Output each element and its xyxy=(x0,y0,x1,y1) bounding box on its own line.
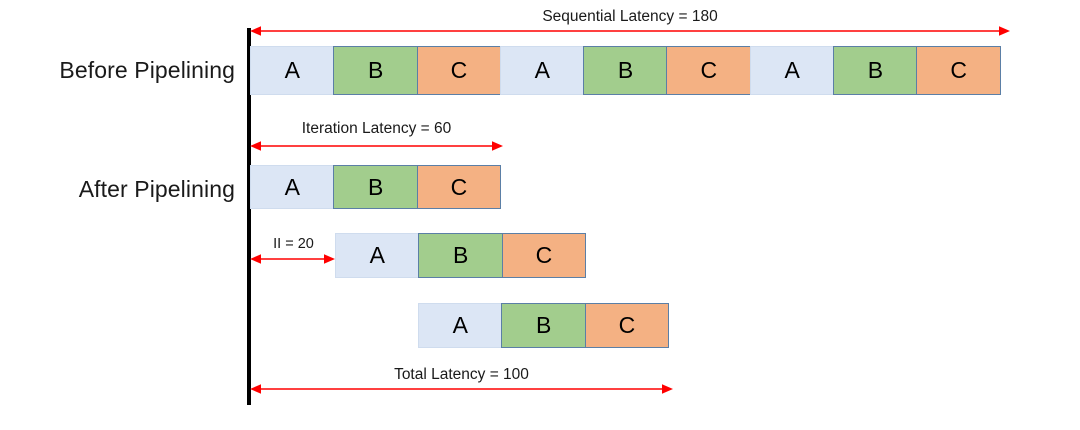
stage-block-b: B xyxy=(833,46,918,95)
stage-block-a: A xyxy=(250,46,335,95)
stage-block-c: C xyxy=(416,165,502,209)
stage-block-c: C xyxy=(416,46,502,95)
stage-block-c: C xyxy=(501,233,587,278)
row-label-before-pipelining: Before Pipelining xyxy=(59,57,235,83)
stage-block-b: B xyxy=(501,303,586,348)
stage-block-a: A xyxy=(418,303,503,348)
iteration-latency-label: Iteration Latency = 60 xyxy=(301,120,452,137)
sequential-latency-arrow xyxy=(250,24,1010,38)
stage-block-b: B xyxy=(418,233,503,278)
stage-block-c: C xyxy=(584,303,670,348)
stage-block-c: C xyxy=(666,46,752,95)
stage-block-c: C xyxy=(916,46,1002,95)
stage-block-a: A xyxy=(250,165,335,209)
stage-block-a: A xyxy=(499,46,585,95)
stage-block-a: A xyxy=(335,233,420,278)
sequential-latency-label: Sequential Latency = 180 xyxy=(542,8,718,25)
total-latency-label: Total Latency = 100 xyxy=(394,366,529,383)
row-label-after-pipelining: After Pipelining xyxy=(78,176,235,202)
iteration-latency-arrow xyxy=(250,139,503,153)
time-axis xyxy=(247,28,251,405)
initiation-interval-label: II = 20 xyxy=(273,236,314,252)
initiation-interval-arrow xyxy=(250,252,335,266)
stage-block-b: B xyxy=(333,165,418,209)
stage-block-b: B xyxy=(583,46,668,95)
total-latency-arrow xyxy=(250,382,673,396)
stage-block-b: B xyxy=(333,46,418,95)
stage-block-a: A xyxy=(749,46,835,95)
